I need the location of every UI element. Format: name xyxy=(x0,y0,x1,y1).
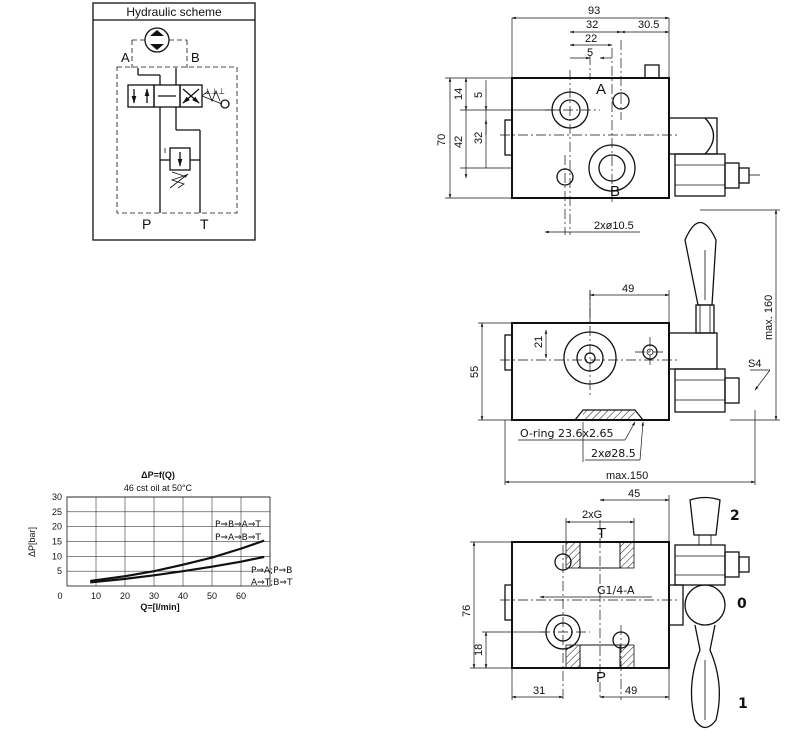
pressure-drop-chart: ΔP=f(Q) 46 cst oil at 50°C 5 10 15 20 25 30 0 1… xyxy=(27,470,293,612)
lever-pivot xyxy=(684,584,726,626)
dim-2xg: 2xG xyxy=(582,509,602,521)
chart-y-tick-label: 15 xyxy=(52,537,62,547)
dim-5-left: 5 xyxy=(473,92,485,98)
dim-5-top: 5 xyxy=(587,47,593,59)
lever-handle xyxy=(684,221,717,306)
chart-subtitle: 46 cst oil at 50°C xyxy=(124,483,193,493)
dim-70: 70 xyxy=(436,134,448,146)
lever-label-0: 0 xyxy=(737,596,747,612)
dim-49-bottom: 49 xyxy=(625,685,637,697)
dim-g14: G1/4-A xyxy=(597,584,635,597)
valve-box-left xyxy=(127,84,155,108)
chart-y-tick-label: 10 xyxy=(52,551,62,561)
scheme-boundary xyxy=(116,66,238,214)
top-view-block xyxy=(511,77,670,199)
side-nut xyxy=(674,368,726,413)
scheme-port-a: A xyxy=(121,50,130,65)
relief-valve-symbol xyxy=(169,147,191,171)
bottom-view: T P 2 0 1 45 xyxy=(461,488,750,729)
dim-oring: O-ring 23.6x2.65 xyxy=(520,427,613,440)
dim-32-vertical: 32 xyxy=(473,132,485,144)
dim-14: 14 xyxy=(453,88,465,100)
dim-32: 32 xyxy=(586,19,598,31)
bottom-port-p-label: P xyxy=(596,669,606,686)
lever-label-1: 1 xyxy=(738,696,748,712)
top-port-b-label: B xyxy=(610,183,620,200)
chart-series-line-1 xyxy=(90,539,265,583)
chart-legend-1: P⇒B⇒A⇒T xyxy=(215,520,261,530)
bottom-port-t-label: T xyxy=(597,525,606,542)
scheme-port-b: B xyxy=(191,50,200,65)
dim-76: 76 xyxy=(461,605,473,617)
top-nut xyxy=(674,153,726,197)
chart-y-tick-label: 20 xyxy=(52,522,62,532)
dim-max-150: max.150 xyxy=(606,470,648,482)
dim-31: 31 xyxy=(533,685,545,697)
scheme-port-t: T xyxy=(200,216,209,232)
chart-legend-4: A⇒T;B⇒T xyxy=(251,578,293,588)
svg-text:⊥⊥⊥: ⊥⊥⊥ xyxy=(204,87,225,96)
scheme-frame xyxy=(92,2,256,241)
chart-x-tick-label: 20 xyxy=(120,591,130,601)
chart-title: ΔP=f(Q) xyxy=(141,470,175,480)
dim-22: 22 xyxy=(585,33,597,45)
hydraulic-scheme: Hydraulic scheme A B ⊥⊥⊥ xyxy=(92,2,256,241)
chart-x-tick-label: 60 xyxy=(236,591,246,601)
chart-x-tick-label: 30 xyxy=(149,591,159,601)
dim-42: 42 xyxy=(453,136,465,148)
bottom-nut xyxy=(674,544,726,586)
chart-x-tick-label: 10 xyxy=(91,591,101,601)
dim-18: 18 xyxy=(473,644,485,656)
chart-legend-3: P⇒A;P⇒B xyxy=(251,566,292,576)
side-view: 49 21 55 max. 160 S4 O-ring 23.6x2.65 2x… xyxy=(469,209,780,485)
lever-pos-1 xyxy=(690,624,720,729)
lever-pos-2 xyxy=(689,496,721,536)
dim-45: 45 xyxy=(628,488,640,500)
dim-s4: S4 xyxy=(748,358,761,370)
dim-21: 21 xyxy=(533,336,545,348)
chart-y-tick-label: 30 xyxy=(52,492,62,502)
scheme-title: Hydraulic scheme xyxy=(126,5,222,19)
lever-label-2: 2 xyxy=(730,508,740,524)
dim-2x-28-5: 2xø28.5 xyxy=(591,447,636,460)
bottom-view-block xyxy=(511,541,670,669)
dim-55: 55 xyxy=(469,366,481,378)
chart-legend-2: P⇒A⇒B⇒T xyxy=(215,533,261,543)
chart-x-tick-label: 40 xyxy=(178,591,188,601)
top-port-a-label: A xyxy=(596,81,606,98)
chart-series-line-2 xyxy=(90,555,265,584)
chart-y-tick-label: 5 xyxy=(57,566,62,576)
chart-x-tick-label: 50 xyxy=(207,591,217,601)
chart-ylabel: ΔP[bar] xyxy=(27,527,37,557)
dim-30-5: 30.5 xyxy=(638,19,659,31)
dim-max-160: max. 160 xyxy=(763,295,775,340)
chart-x-tick-label: 0 xyxy=(57,591,62,601)
dim-49-side: 49 xyxy=(622,283,634,295)
chart-y-tick-label: 25 xyxy=(52,507,62,517)
scheme-port-p: P xyxy=(142,216,151,232)
top-view: A B 93 32 30.5 22 5 70 xyxy=(436,5,760,235)
dim-2x-hole: 2xø10.5 xyxy=(594,220,634,232)
dim-93: 93 xyxy=(588,5,600,17)
chart-xlabel: Q=[l/min] xyxy=(140,602,179,612)
